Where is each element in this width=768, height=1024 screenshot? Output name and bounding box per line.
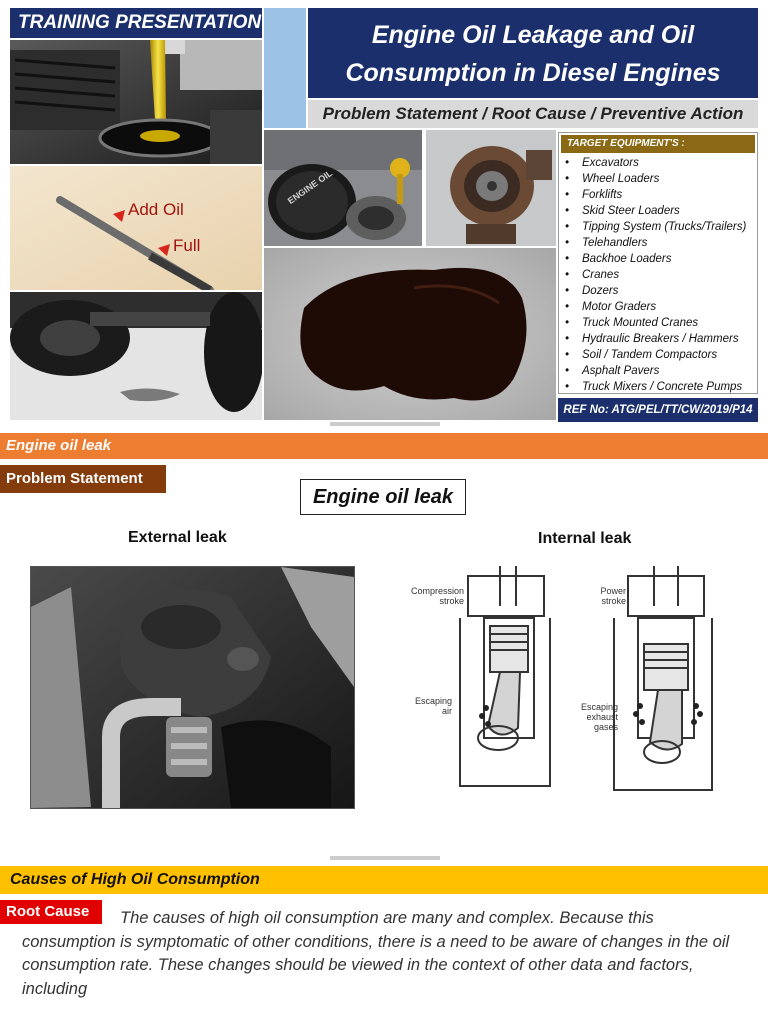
equipment-item: Asphalt Pavers — [565, 363, 757, 379]
equipment-item: Excavators — [565, 155, 757, 171]
reference-number: REF No: ATG/PEL/TT/CW/2019/P14 — [558, 398, 758, 422]
external-leak-label: External leak — [128, 529, 227, 546]
equipment-item: Motor Graders — [565, 299, 757, 315]
equipment-item: Soil / Tandem Compactors — [565, 347, 757, 363]
target-equipment-panel: TARGET EQUIPMENT'S : Excavators Wheel Lo… — [558, 132, 758, 394]
external-leak-photo — [30, 566, 355, 809]
equipment-item: Cranes — [565, 267, 757, 283]
footer-credit — [330, 422, 440, 426]
oil-puddle-photo — [264, 248, 556, 420]
section-bar-engine-oil-leak: Engine oil leak — [0, 433, 768, 459]
internal-leak-diagram: Compression stroke Escaping air Power st… — [400, 566, 748, 806]
turbocharger-photo — [426, 130, 556, 246]
page-title: Engine Oil Leakage and Oil Consumption i… — [308, 8, 758, 98]
vehicle-leak-photo — [10, 292, 262, 420]
add-oil-label: Add Oil — [128, 200, 184, 219]
problem-statement-tag: Problem Statement — [0, 465, 166, 493]
equipment-item: Tipping System (Trucks/Trailers) — [565, 219, 757, 235]
equipment-item: Dozers — [565, 283, 757, 299]
equipment-item: Forklifts — [565, 187, 757, 203]
dipstick-photo: Add Oil Full — [10, 166, 262, 290]
add-oil-arrow-icon — [113, 210, 125, 222]
equipment-item: Truck Mixers / Concrete Pumps — [565, 379, 757, 395]
full-arrow-icon — [158, 244, 170, 256]
page-subtitle: Problem Statement / Root Cause / Prevent… — [308, 100, 758, 128]
accent-strip — [264, 8, 306, 128]
compression-stroke-label: Compression stroke — [410, 586, 464, 606]
training-badge: TRAINING PRESENTATION — [10, 8, 262, 38]
power-stroke-label: Power stroke — [600, 586, 626, 606]
internal-leak-label: Internal leak — [538, 530, 632, 547]
engine-oil-leak-title: Engine oil leak — [300, 479, 466, 515]
equipment-list: Excavators Wheel Loaders Forklifts Skid … — [559, 155, 757, 395]
title-line-1: Engine Oil Leakage and Oil — [371, 21, 695, 49]
equipment-item: Skid Steer Loaders — [565, 203, 757, 219]
equipment-item: Telehandlers — [565, 235, 757, 251]
title-line-2: Consumption in Diesel Engines — [345, 59, 721, 87]
footer-credit-2 — [330, 856, 440, 860]
section-bar-causes: Causes of High Oil Consumption — [0, 866, 768, 894]
root-cause-paragraph: The causes of high oil consumption are m… — [22, 909, 730, 998]
escaping-air-label: Escaping air — [414, 696, 452, 716]
equipment-item: Hydraulic Breakers / Hammers — [565, 331, 757, 347]
full-label: Full — [173, 236, 201, 255]
equipment-item: Wheel Loaders — [565, 171, 757, 187]
oil-pouring-photo — [10, 40, 262, 164]
escaping-exhaust-label: Escaping exhaust gases — [580, 702, 618, 732]
equipment-header: TARGET EQUIPMENT'S : — [561, 135, 755, 153]
engine-oil-cap-photo: ENGINE OIL — [264, 130, 422, 246]
equipment-item: Truck Mounted Cranes — [565, 315, 757, 331]
equipment-item: Backhoe Loaders — [565, 251, 757, 267]
root-cause-tag: Root Cause — [0, 900, 102, 924]
